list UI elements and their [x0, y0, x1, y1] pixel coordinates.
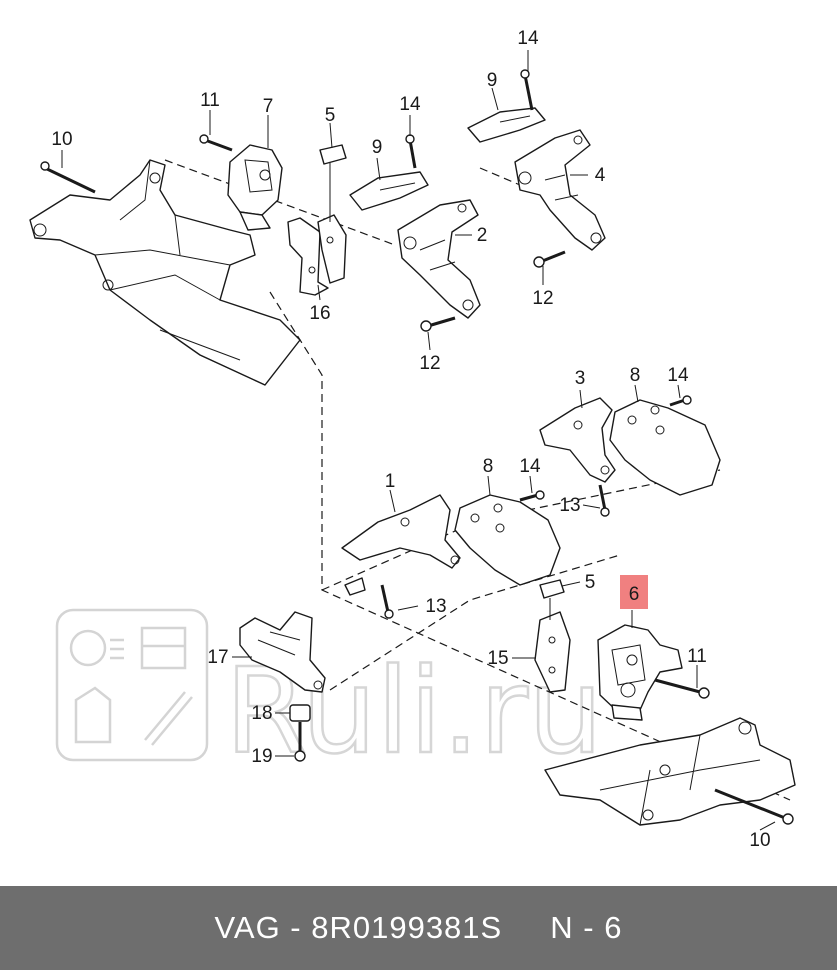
heat-shield-9-mid: [349, 171, 429, 211]
engine-bracket-2: [397, 199, 481, 319]
part-number-label: VAG - 8R0199381S N - 6: [214, 910, 623, 945]
callout-5-lower: 5: [585, 572, 596, 593]
engine-mount-6: [597, 624, 683, 721]
watermark-canister-icon: [74, 686, 112, 744]
callout-9-mid: 9: [372, 137, 383, 158]
callout-19: 19: [251, 746, 272, 767]
callout-17: 17: [207, 647, 228, 668]
callout-7: 7: [263, 96, 274, 117]
watermark: Ruli.ru: [55, 608, 604, 781]
engine-bracket-4: [514, 129, 606, 251]
engine-mount-7: [227, 144, 283, 231]
callout-2: 2: [477, 225, 488, 246]
bolts-middle: [380, 395, 692, 619]
callout-3: 3: [575, 368, 586, 389]
bolts-upper: [40, 69, 566, 332]
callout-15: 15: [487, 648, 508, 669]
callout-12-right: 12: [532, 288, 553, 309]
callout-9-top: 9: [487, 70, 498, 91]
watermark-door-icon: [140, 626, 187, 670]
heat-shield-8-left: [454, 494, 561, 586]
front-subframe-upper: [29, 159, 301, 386]
callout-16: 16: [309, 303, 330, 324]
callout-14-left: 14: [519, 456, 541, 477]
watermark-shock-icon: [144, 691, 193, 746]
watermark-logo-frame: [55, 608, 209, 762]
exploded-parts-diagram: Ruli.ru: [29, 28, 796, 851]
callout-13-right: 13: [559, 495, 580, 516]
callout-labels: 14 9 11 7 5 14 10 9 4 2 12 16 12 3 8 14 …: [51, 28, 770, 851]
callout-13-left: 13: [425, 596, 446, 617]
callout-18: 18: [251, 703, 272, 724]
stop-5-lower: [539, 579, 565, 620]
callout-10-top: 10: [51, 129, 72, 150]
callout-1: 1: [385, 471, 396, 492]
callout-10-lower: 10: [749, 830, 770, 851]
callout-8-right: 8: [630, 365, 641, 386]
callout-11-lower: 11: [687, 646, 707, 667]
callout-14-upper-mid: 14: [399, 94, 421, 115]
callout-8-left: 8: [483, 456, 494, 477]
callout-14-top: 14: [517, 28, 539, 49]
callout-6: 6: [629, 584, 640, 605]
callout-4: 4: [595, 165, 606, 186]
heat-shield-8-right: [609, 399, 721, 496]
transmission-mount-17: [239, 611, 326, 762]
callout-5-top: 5: [325, 105, 336, 126]
callout-14-right: 14: [667, 365, 689, 386]
highlight-box-part-6: [620, 575, 648, 609]
part-number-footer: VAG - 8R0199381S N - 6: [0, 886, 837, 970]
engine-bracket-3: [539, 397, 616, 483]
heat-shield-9-top: [467, 107, 546, 143]
callout-leaders: [61, 50, 776, 831]
callout-11-top: 11: [200, 90, 220, 111]
callout-12-left: 12: [419, 353, 440, 374]
engine-bracket-1: [341, 494, 461, 596]
bracket-16: [287, 214, 347, 296]
stop-5-upper: [319, 144, 347, 222]
watermark-lamp-icon: [69, 629, 107, 667]
bracket-15: [534, 611, 571, 693]
